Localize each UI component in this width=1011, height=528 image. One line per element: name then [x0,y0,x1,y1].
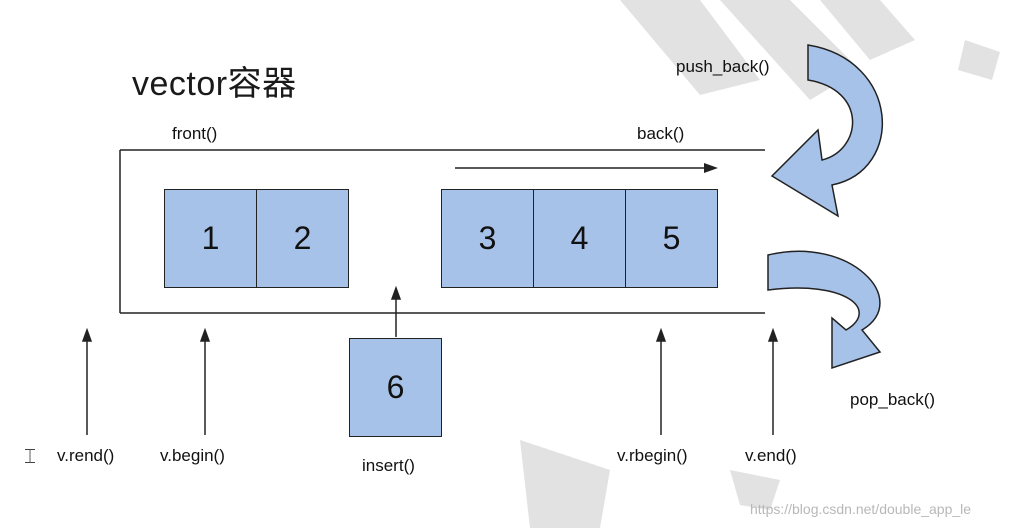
vector-container-outline [119,149,765,314]
push-back-label: push_back() [676,57,770,76]
rbegin-label: v.rbegin() [617,446,688,465]
watermark-url: https://blog.csdn.net/double_app_le [750,501,972,517]
diagram-title: vector容器 [132,65,297,103]
element-cell-5: 5 [625,189,718,288]
back-label: back() [637,124,685,143]
front-label: front() [172,124,218,143]
element-cell-1: 1 [164,189,257,288]
inserted-element-cell: 6 [349,338,442,437]
iterator-arrows [81,285,779,435]
insert-label: insert() [362,456,415,475]
direction-arrow [455,163,718,173]
text-cursor-icon: ⌶ [24,446,36,468]
pop-back-arrow [767,250,882,370]
end-label: v.end() [745,446,797,465]
pop-back-label: pop_back() [850,390,936,409]
begin-label: v.begin() [160,446,225,465]
element-cell-3: 3 [441,189,534,288]
element-cell-4: 4 [533,189,626,288]
rend-label: v.rend() [57,446,115,465]
element-cell-2: 2 [256,189,349,288]
push-back-arrow [770,44,884,218]
